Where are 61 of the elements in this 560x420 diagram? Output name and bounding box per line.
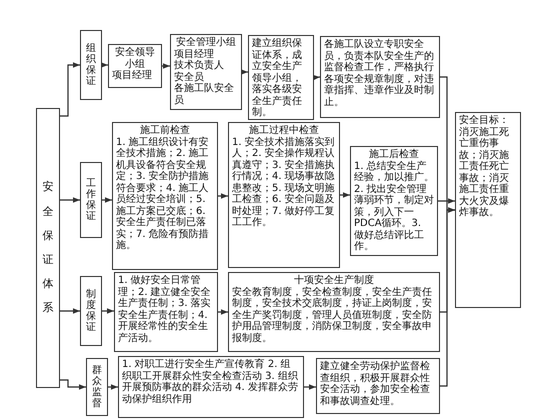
box-heading: 施工后检查 (368, 149, 420, 160)
category-box (86, 358, 108, 416)
box-text: 建立组织保证体系，成立安全生产领导小组，落实各级安全生产责任制。 (252, 38, 303, 118)
text-box (228, 272, 440, 352)
box-text: 项目经理 (174, 48, 215, 60)
category-box (80, 30, 102, 100)
box-text: 建立健全劳动保护监督检查组织，积极开展群众性安全活动，参加安全检查和事故调查处理。 (320, 361, 431, 407)
text-box (455, 112, 521, 308)
box-text: 1. 安全技术措施落实到人；2. 安全操作规程认真遵守；3. 安全措施执行情况；4. 现场事故隐患整改；5. 现场文明施工检查；6. 安全问题及时处理；7. 做好停工复工工作。 (232, 136, 336, 228)
category-box (80, 162, 102, 238)
arrow (162, 63, 170, 69)
box-text: 各施工队设立专职安全员，负责本队安全生产的监督检查工作，严格执行各项安全规章制度，对违章指挥、违章作业及时制止。 (324, 39, 435, 108)
text-box (108, 44, 162, 88)
text-box (170, 34, 242, 110)
box-heading: 安全目标： (459, 115, 510, 126)
box-text: 安全保证体系 (42, 179, 54, 316)
arrow (60, 379, 86, 390)
box-text: 群众监督 (92, 365, 102, 409)
text-box (350, 146, 438, 256)
box-text: 1. 对职工进行安全生产宣传教育 2. 组织职工开展群众性安全检查活动 3. 组织开展预防事故的群众活动 4. 发挥群众劳动保护组织作用 (122, 359, 299, 405)
arrow (102, 308, 114, 314)
text-box (228, 122, 340, 268)
box-text: 安全教育制度，安全检查制度，安全生产责任制度，安全技术交底制度，持证上岗制度，安全生产奖罚制度，管理人员值班制度，安全防护用品管理制度，消防保卫制度，安全事故申报制度。 (232, 286, 433, 344)
box-text: 技术负责人 (174, 60, 225, 72)
box-text: 项目经理 (112, 70, 153, 82)
arrow (60, 308, 80, 314)
category-box (80, 276, 102, 346)
box-heading: 施工前检查 (139, 125, 191, 136)
box-text: 制度保证 (86, 289, 96, 333)
arrow (438, 198, 455, 204)
box-text: 1. 施工组织设计有安全技术措施；2. 施工机具设备符合安全规定；3. 安全防护措施符合要求；4. 施工人员经过安全培训；5. 施工方案已交底；6. 安全生产责任制已落实；7. 危险有预防措施。 (116, 136, 210, 252)
box-text: 工作保证 (86, 178, 96, 222)
text-box (118, 356, 304, 418)
arrow (240, 69, 248, 75)
category-box (36, 108, 60, 388)
text-box (114, 272, 218, 352)
box-text: 1. 总结安全生产经验，加以推广。2. 找出安全管理薄弱环节，制定对策，列入下一PDCA循环。3. 做好总结评比工作。 (354, 160, 434, 252)
box-text: 组织保证 (86, 43, 96, 87)
arrow (108, 384, 118, 390)
arrow (218, 193, 228, 199)
box-text: 安全员 (174, 72, 205, 82)
text-box (320, 36, 440, 118)
arrow (218, 309, 228, 315)
arrow (440, 207, 455, 387)
box-text: 消灭施工死亡重伤事故；消灭施工责任死亡事故；消灭施工责任重大火灾及爆炸事故。 (459, 126, 510, 218)
arrow (304, 384, 316, 390)
box-heading: 安全管理小组 (175, 37, 237, 48)
box-heading: 安全领导小组 (114, 47, 156, 70)
text-box (316, 358, 440, 414)
arrow (100, 62, 108, 68)
box-text: 各施工队安全员 (174, 83, 235, 106)
arrow (340, 192, 350, 198)
arrow (312, 74, 320, 80)
arrow (60, 62, 80, 117)
text-box (112, 122, 218, 270)
box-heading: 施工过程中检查 (248, 125, 320, 136)
arrow (60, 197, 80, 203)
text-box (248, 35, 314, 120)
arrow (102, 197, 112, 203)
box-heading: 十项安全生产制度 (293, 275, 375, 286)
box-text: 1. 做好安全日常管理；2. 建立健全安全生产责任制；3. 落实安全生产责任制；4. 开展经常性的安全生产活动。 (118, 275, 212, 344)
